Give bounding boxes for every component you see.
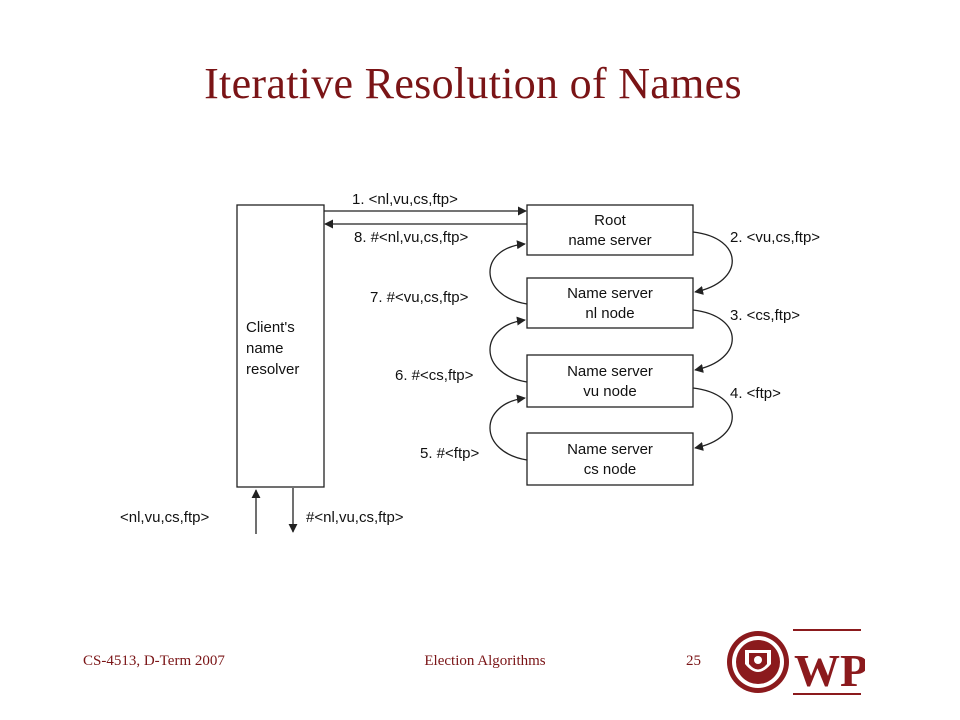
- resolver-label-line-2: name: [246, 340, 284, 357]
- page-number: 25: [686, 653, 701, 669]
- root-server-box: [526, 204, 694, 256]
- root-server-label-1: Root: [594, 212, 627, 229]
- wpi-logo-text: WPI: [794, 645, 865, 696]
- nl-server-label-1: Name server: [567, 285, 653, 302]
- resolver-label-line-3: resolver: [246, 361, 299, 378]
- message-7-label: 7. #<vu,cs,ftp>: [370, 289, 469, 306]
- arrow-message-7: [489, 240, 528, 305]
- root-server-label-2: name server: [568, 232, 651, 249]
- vu-server-label-1: Name server: [567, 363, 653, 380]
- arrow-message-2: [692, 231, 733, 295]
- message-1-label: 1. <nl,vu,cs,ftp>: [352, 191, 458, 208]
- message-2-label: 2. <vu,cs,ftp>: [730, 229, 820, 246]
- vu-server-label-2: vu node: [583, 383, 636, 400]
- message-5-label: 5. #<ftp>: [420, 445, 479, 462]
- wpi-seal-icon: [727, 631, 789, 693]
- arrow-message-3: [692, 309, 733, 373]
- output-label: #<nl,vu,cs,ftp>: [306, 509, 404, 526]
- footer-course: CS-4513, D-Term 2007: [83, 653, 225, 669]
- cs-server-label-1: Name server: [567, 441, 653, 458]
- client-resolver-box: [236, 204, 325, 488]
- input-label: <nl,vu,cs,ftp>: [120, 509, 209, 526]
- slide-title: Iterative Resolution of Names: [204, 59, 742, 108]
- message-8-label: 8. #<nl,vu,cs,ftp>: [354, 229, 468, 246]
- vu-server-box: [526, 354, 694, 408]
- cs-server-box: [526, 432, 694, 486]
- message-3-label: 3. <cs,ftp>: [730, 307, 800, 324]
- cs-server-label-2: cs node: [584, 461, 637, 478]
- message-4-label: 4. <ftp>: [730, 385, 781, 402]
- arrow-message-4: [692, 387, 733, 451]
- arrow-message-5: [489, 394, 528, 461]
- footer-topic: Election Algorithms: [424, 653, 546, 669]
- message-6-label: 6. #<cs,ftp>: [395, 367, 474, 384]
- resolver-label-line-1: Client's: [246, 319, 295, 336]
- nl-server-box: [526, 277, 694, 329]
- arrow-message-6: [489, 316, 528, 383]
- nl-server-label-2: nl node: [585, 305, 634, 322]
- wpi-logo: WPI: [727, 629, 865, 696]
